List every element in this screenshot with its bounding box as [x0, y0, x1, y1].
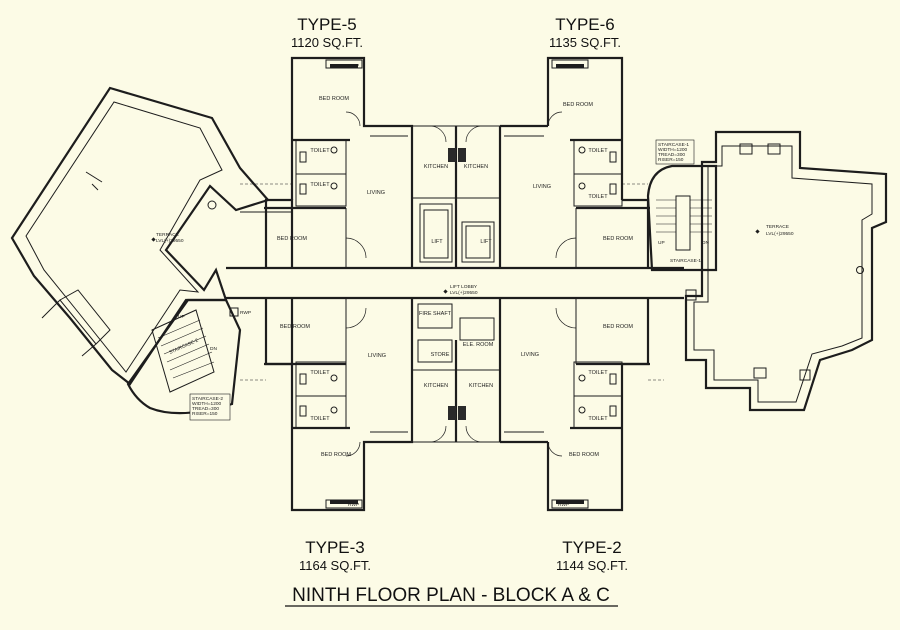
- sc2-note-1: STAIRCASE-2: [192, 396, 223, 402]
- fire-shaft-label: FIRE SHAFT: [419, 311, 452, 317]
- type6-living: LIVING: [533, 184, 551, 190]
- type3-area: 1164 SQ.FT.: [299, 558, 371, 573]
- staircase-1-up: UP: [658, 240, 665, 246]
- right-terrace: TERRACE LVL(+)29550: [684, 130, 888, 412]
- bottom-core: FIRE SHAFT ELE. ROOM STORE KITCHEN KITCH…: [411, 297, 501, 443]
- type3-toilet-1: TOILET: [310, 370, 330, 376]
- type6-toilet-1: TOILET: [588, 148, 608, 154]
- lift-lobby-label: LIFT LOBBY: [450, 284, 478, 290]
- type5-rwp: RWP: [348, 63, 359, 69]
- lift-lobby-level: LVL(+)29550: [450, 290, 478, 296]
- bottom-kitchen-right: KITCHEN: [469, 383, 493, 389]
- type5-living: LIVING: [367, 190, 385, 196]
- type6-toilet-2: TOILET: [588, 194, 608, 200]
- unit-type2: BED ROOM BED ROOM TOILET TOILET LIVING R…: [498, 298, 650, 512]
- type5-toilet-2: TOILET: [310, 182, 330, 188]
- right-terrace-label: TERRACE: [766, 224, 789, 230]
- store-label: STORE: [431, 352, 450, 358]
- sc1-note-4: RISER=150: [658, 157, 684, 163]
- staircase-2-label: STAIRCASE-2: [168, 338, 199, 356]
- unit-type3: BED ROOM BED ROOM TOILET TOILET LIVING R…: [264, 298, 414, 512]
- top-kitchen-left: KITCHEN: [424, 164, 448, 170]
- top-lift-left: LIFT: [431, 239, 443, 245]
- type2-toilet-2: TOILET: [588, 416, 608, 422]
- right-terrace-level: LVL(+)29550: [766, 231, 794, 237]
- type2-living: LIVING: [521, 352, 539, 358]
- type2-bedroom-2: BED ROOM: [569, 452, 599, 458]
- type2-toilet-1: TOILET: [588, 370, 608, 376]
- sc1-note-3: TREAD=300: [658, 152, 685, 158]
- type5-title: TYPE-5: [297, 15, 357, 34]
- type3-bedroom-1: BED ROOM: [280, 324, 310, 330]
- ele-room-label: ELE. ROOM: [463, 342, 494, 348]
- type6-rwp: RWP: [558, 63, 569, 69]
- left-terrace-level: LVL(+)29550: [156, 238, 184, 244]
- type5-bedroom-1: BED ROOM: [319, 96, 349, 102]
- type6-bedroom-1: BED ROOM: [563, 102, 593, 108]
- sc2-note-2: WIDTH=1200: [192, 401, 222, 407]
- type3-title: TYPE-3: [305, 538, 365, 557]
- sc2-note-4: RISER=150: [192, 411, 218, 417]
- balconies: [240, 135, 664, 433]
- type2-title: TYPE-2: [562, 538, 622, 557]
- sc2-note-3: TREAD=300: [192, 406, 219, 412]
- sc1-note-2: WIDTH=1200: [658, 147, 688, 153]
- type3-living: LIVING: [368, 353, 386, 359]
- floor-plan-title: NINTH FLOOR PLAN - BLOCK A & C: [292, 585, 610, 606]
- bottom-kitchen-left: KITCHEN: [424, 383, 448, 389]
- type5-bedroom-2: BED ROOM: [277, 236, 307, 242]
- type6-bedroom-2: BED ROOM: [603, 236, 633, 242]
- type5-area: 1120 SQ.FT.: [291, 35, 363, 50]
- unit-type5: BED ROOM BED ROOM TOILET TOILET LIVING R…: [264, 56, 414, 268]
- staircase-2-up: UP: [178, 314, 185, 320]
- type3-toilet-2: TOILET: [310, 416, 330, 422]
- type2-bedroom-1: BED ROOM: [603, 324, 633, 330]
- staircase-1: UP DN STAIRCASE-1 STAIRCASE-1 WIDTH=1200…: [646, 139, 718, 272]
- type5-toilet-1: TOILET: [310, 148, 330, 154]
- top-kitchen-right: KITCHEN: [464, 164, 488, 170]
- sc1-note-1: STAIRCASE-1: [658, 142, 689, 148]
- sc2-rwp: RWP: [240, 310, 251, 316]
- left-terrace: TERRACE LVL(+)29550: [10, 86, 270, 386]
- staircase-2-dn: DN: [210, 346, 217, 352]
- type6-area: 1135 SQ.FT.: [549, 35, 621, 50]
- staircase-1-label: STAIRCASE-1: [670, 258, 701, 264]
- unit-type6: BED ROOM BED ROOM TOILET TOILET LIVING R…: [498, 56, 650, 268]
- type3-rwp: RWP: [348, 502, 359, 508]
- type2-area: 1144 SQ.FT.: [556, 558, 628, 573]
- type2-rwp: RWP: [558, 502, 569, 508]
- type3-bedroom-2: BED ROOM: [321, 452, 351, 458]
- staircase-1-dn: DN: [702, 240, 709, 246]
- top-core: KITCHEN KITCHEN LIFT LIFT: [411, 125, 501, 269]
- type6-title: TYPE-6: [555, 15, 615, 34]
- top-lift-right: LIFT: [480, 239, 492, 245]
- left-terrace-label: TERRACE: [156, 232, 179, 238]
- staircase-2: STAIRCASE-2 UP DN STAIRCASE-2 WIDTH=1200…: [126, 298, 251, 421]
